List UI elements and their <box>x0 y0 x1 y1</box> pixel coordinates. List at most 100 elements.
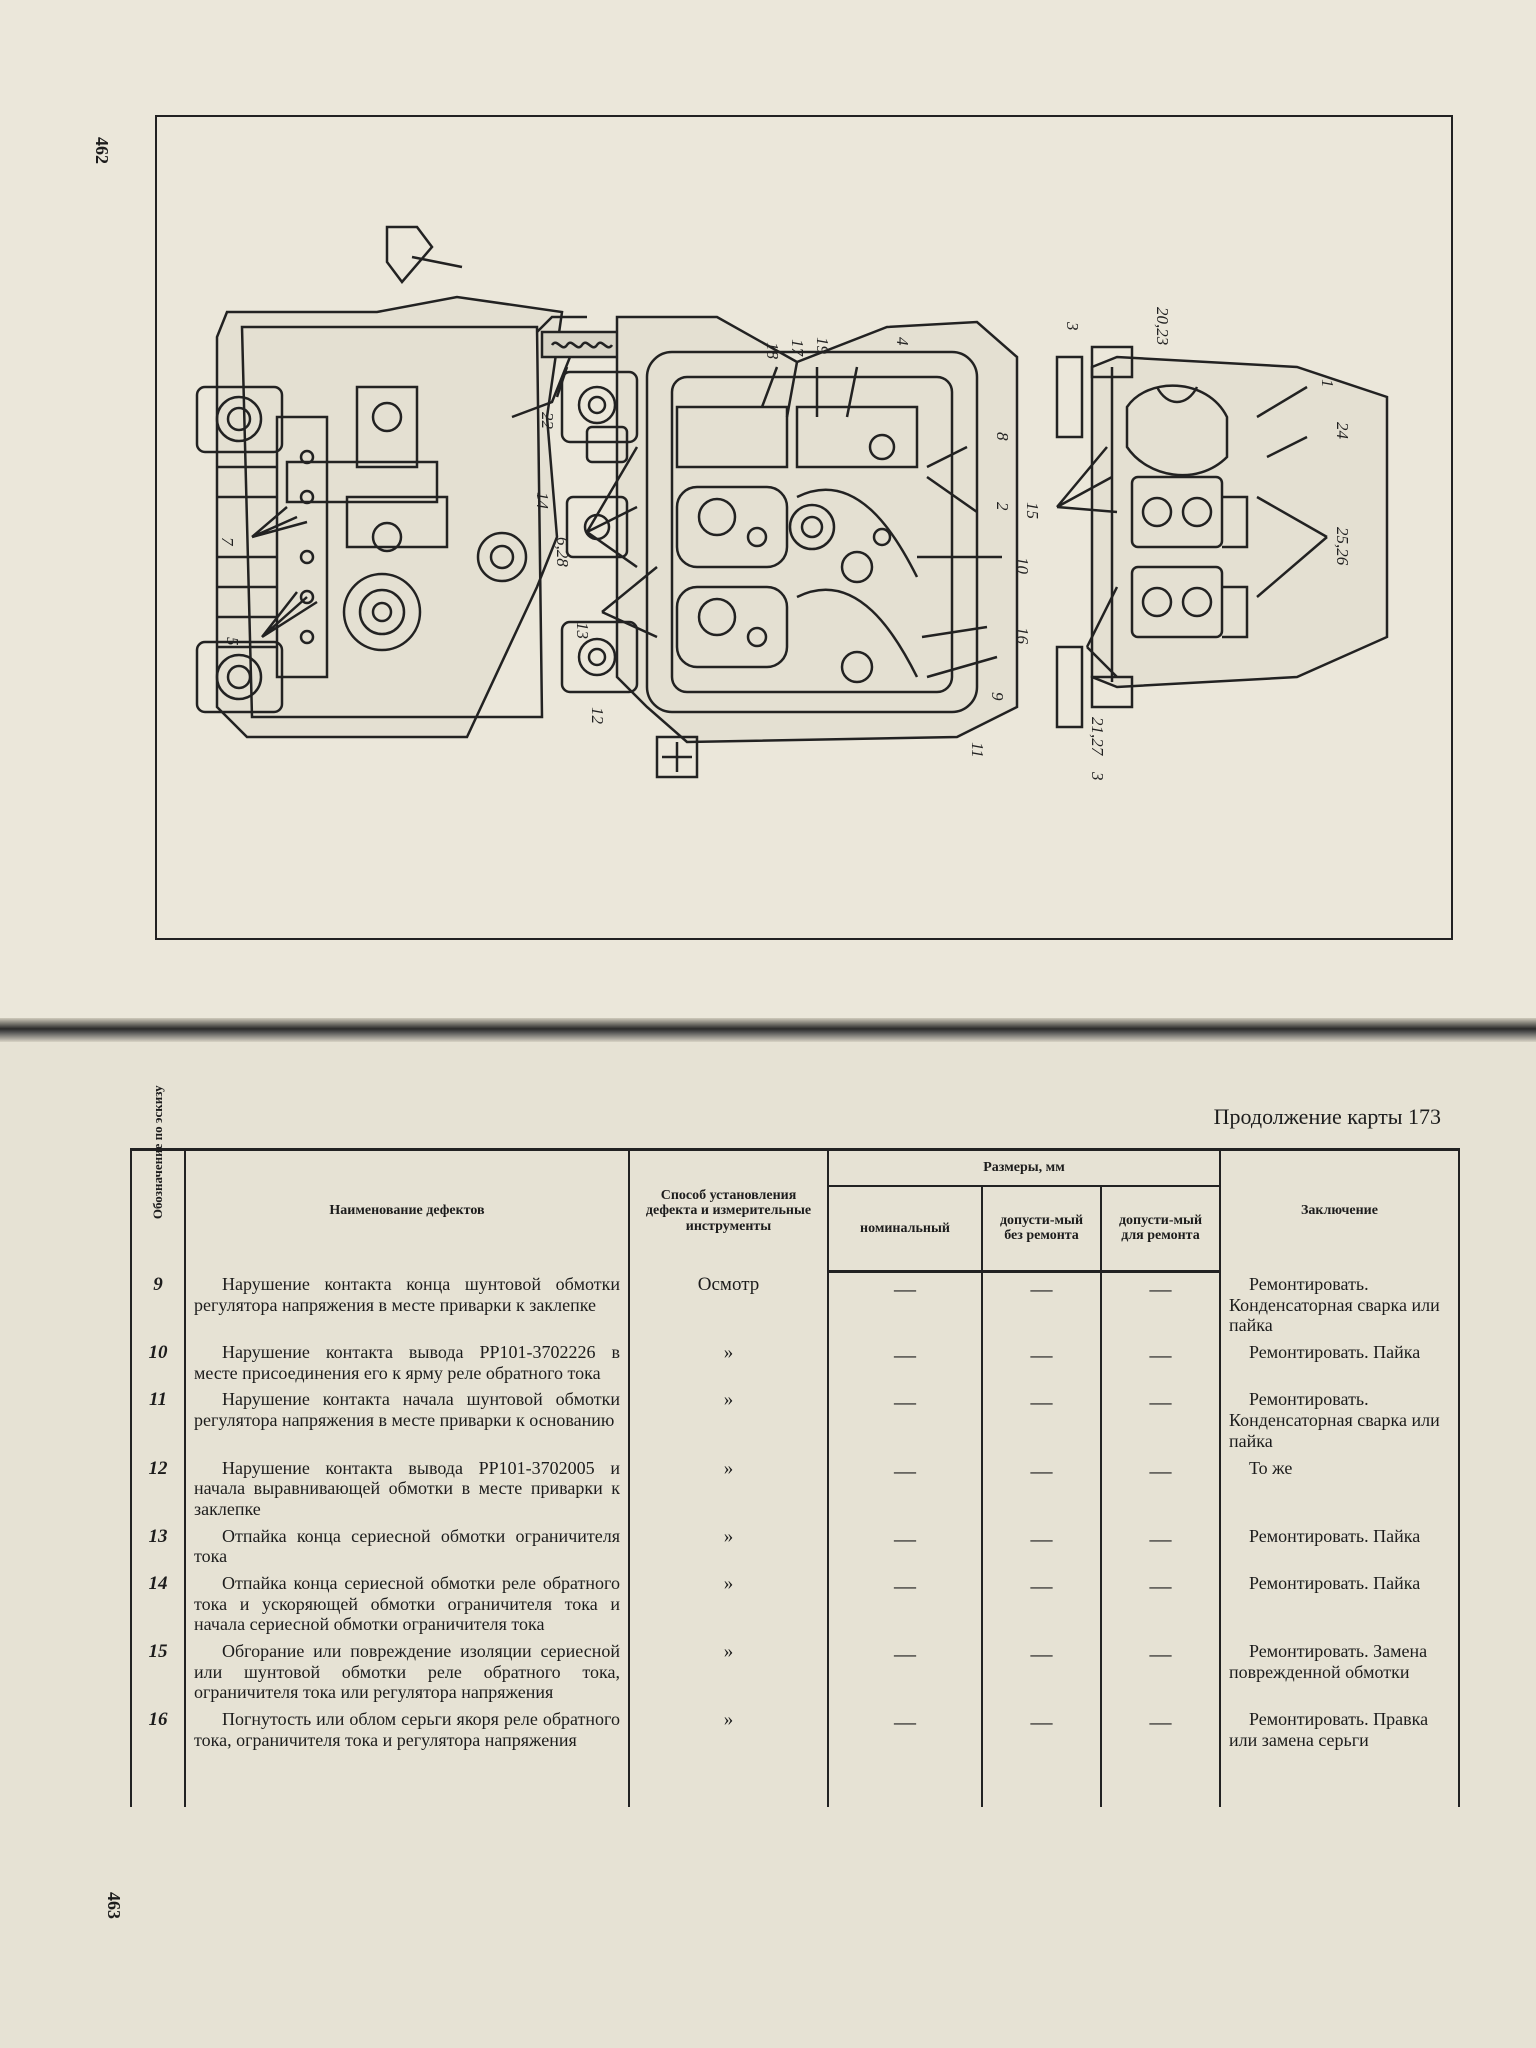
callout-mid-10: 10 <box>1013 557 1032 575</box>
conclusion: Ремонтировать. Пайка <box>1219 1522 1460 1570</box>
defect-name: Погнутость или облом серьги якоря реле о… <box>184 1706 630 1754</box>
size-for-repair: — <box>1100 1638 1221 1707</box>
callout-mid-13: 13 <box>573 622 592 639</box>
conclusion: Ремонтировать. Конденсаторная сварка или… <box>1219 1271 1460 1340</box>
row-number: 9 <box>130 1271 186 1340</box>
header-designation: Обозначение по эскизу <box>130 1085 186 1271</box>
header-method: Способ установления дефекта и измеритель… <box>628 1148 829 1271</box>
technical-drawing-figure: 4 7 5 22 <box>155 115 1453 940</box>
conclusion: То же <box>1219 1454 1460 1523</box>
size-nominal: — <box>827 1271 983 1340</box>
defect-name: Нарушение контакта начала шунтовой обмот… <box>184 1386 630 1455</box>
size-no-repair: — <box>981 1522 1102 1570</box>
row-number: 11 <box>130 1386 186 1455</box>
callout-mid-12: 12 <box>588 707 607 725</box>
defect-name: Нарушение контакта конца шунтовой обмотк… <box>184 1271 630 1340</box>
middle-view-drawing: 18 17 19 4 8 2 10 16 9 11 12 13 6,28 14 <box>533 315 1032 779</box>
callout-mid-18: 18 <box>763 342 782 360</box>
callout-mid-16: 16 <box>1013 627 1032 645</box>
defect-method: » <box>628 1522 829 1570</box>
callout-right-20-23: 20,23 <box>1153 307 1172 345</box>
callout-right-1: 1 <box>1318 379 1337 388</box>
size-no-repair: — <box>981 1271 1102 1340</box>
table-row: 14 Отпайка конца сериесной обмотки реле … <box>130 1569 1460 1638</box>
row-number: 14 <box>130 1569 186 1638</box>
conclusion: Ремонтировать. Пайка <box>1219 1339 1460 1387</box>
defects-table-wrapper: Обозначение по эскизу Наименование дефек… <box>130 1085 1460 1938</box>
continuation-caption: Продолжение карты 173 <box>1213 1104 1441 1129</box>
callout-left-22: 22 <box>538 412 557 430</box>
table-row: 10 Нарушение контакта вывода РР101-37022… <box>130 1339 1460 1387</box>
callout-mid-8: 8 <box>993 432 1012 441</box>
size-no-repair: — <box>981 1339 1102 1387</box>
size-nominal: — <box>827 1454 983 1523</box>
size-for-repair: — <box>1100 1569 1221 1638</box>
header-defect-name: Наименование дефектов <box>184 1148 630 1271</box>
row-number: 12 <box>130 1454 186 1523</box>
right-view-drawing: 3 20,23 1 24 25,26 15 21,27 3 <box>1023 307 1389 781</box>
callout-right-21-27: 21,27 <box>1088 717 1107 757</box>
defect-method: » <box>628 1569 829 1638</box>
header-allowable-for-repair: допусти-мый для ремонта <box>1100 1186 1221 1273</box>
callout-mid-4: 4 <box>893 337 912 346</box>
conclusion: Ремонтировать. Конденсаторная сварка или… <box>1219 1386 1460 1455</box>
left-view-drawing: 4 7 5 <box>195 225 592 739</box>
conclusion: Ремонтировать. Пайка <box>1219 1569 1460 1638</box>
size-no-repair: — <box>981 1386 1102 1455</box>
table-row: 16 Погнутость или облом серьги якоря рел… <box>130 1706 1460 1754</box>
defect-name: Отпайка конца сериесной обмотки реле обр… <box>184 1569 630 1638</box>
callout-right-3-top: 3 <box>1063 321 1082 331</box>
size-nominal: — <box>827 1386 983 1455</box>
callout-mid-17: 17 <box>788 339 807 358</box>
size-nominal: — <box>827 1569 983 1638</box>
defect-name: Нарушение контакта вывода РР101-3702226 … <box>184 1339 630 1387</box>
callout-left-5: 5 <box>223 637 242 646</box>
size-for-repair: — <box>1100 1386 1221 1455</box>
row-number: 13 <box>130 1522 186 1570</box>
defect-method: » <box>628 1454 829 1523</box>
header-nominal: номинальный <box>827 1186 983 1273</box>
defect-name: Нарушение контакта вывода РР101-3702005 … <box>184 1454 630 1523</box>
callout-right-25-26: 25,26 <box>1333 527 1352 566</box>
size-for-repair: — <box>1100 1339 1221 1387</box>
size-for-repair: — <box>1100 1454 1221 1523</box>
table-row: 12 Нарушение контакта вывода РР101-37020… <box>130 1454 1460 1523</box>
size-for-repair: — <box>1100 1706 1221 1754</box>
table-row: 9 Нарушение контакта конца шунтовой обмо… <box>130 1271 1460 1340</box>
row-number: 16 <box>130 1706 186 1754</box>
table-filler-row <box>130 1753 1460 1808</box>
defect-method: » <box>628 1706 829 1754</box>
defects-table: Обозначение по эскизу Наименование дефек… <box>130 1085 1460 1808</box>
callout-mid-9: 9 <box>988 692 1007 701</box>
size-nominal: — <box>827 1706 983 1754</box>
size-nominal: — <box>827 1339 983 1387</box>
size-for-repair: — <box>1100 1271 1221 1340</box>
callout-mid-19: 19 <box>813 337 832 355</box>
header-allowable-no-repair: допусти-мый без ремонта <box>981 1186 1102 1273</box>
conclusion: Ремонтировать. Правка или замена серьги <box>1219 1706 1460 1754</box>
defect-name: Отпайка конца сериесной обмотки ограничи… <box>184 1522 630 1570</box>
callout-mid-2: 2 <box>993 502 1012 511</box>
row-number: 10 <box>130 1339 186 1387</box>
relay-regulator-drawing: 4 7 5 22 <box>195 225 1389 781</box>
defect-method: » <box>628 1386 829 1455</box>
row-number: 15 <box>130 1638 186 1707</box>
table-row: 11 Нарушение контакта начала шунтовой об… <box>130 1386 1460 1455</box>
size-no-repair: — <box>981 1706 1102 1754</box>
size-nominal: — <box>827 1638 983 1707</box>
callout-mid-11: 11 <box>968 742 987 758</box>
size-for-repair: — <box>1100 1522 1221 1570</box>
defect-method: Осмотр <box>628 1271 829 1340</box>
conclusion: Ремонтировать. Замена поврежденной обмот… <box>1219 1638 1460 1707</box>
page-number-bottom: 463 <box>104 1892 124 1919</box>
header-conclusion: Заключение <box>1219 1148 1460 1271</box>
size-no-repair: — <box>981 1454 1102 1523</box>
size-nominal: — <box>827 1522 983 1570</box>
table-row: 13 Отпайка конца сериесной обмотки огран… <box>130 1522 1460 1570</box>
callout-mid-14: 14 <box>533 492 552 510</box>
callout-right-3-bottom: 3 <box>1088 771 1107 781</box>
callout-right-24: 24 <box>1333 422 1352 440</box>
callout-left-7: 7 <box>218 537 237 547</box>
defect-method: » <box>628 1339 829 1387</box>
callout-right-15: 15 <box>1023 502 1042 519</box>
